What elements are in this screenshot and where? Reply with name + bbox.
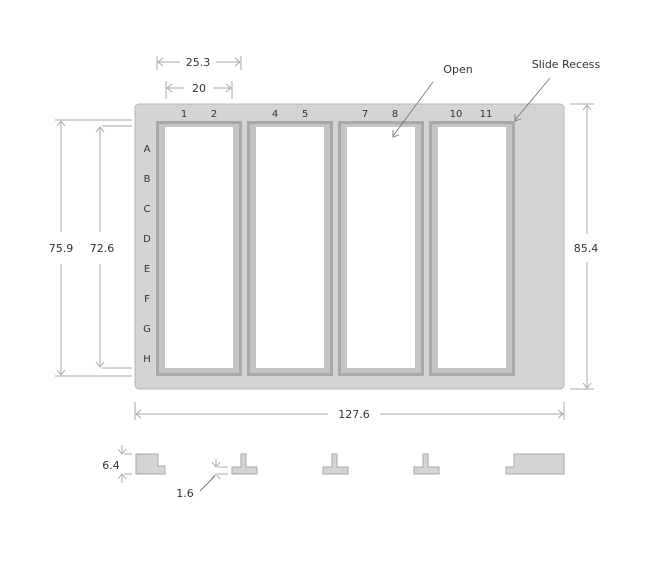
dimension-label: 20 xyxy=(192,82,206,95)
callout-open: Open xyxy=(392,63,473,138)
column-label: 10 xyxy=(450,109,463,120)
row-label: G xyxy=(143,324,151,335)
column-label: 11 xyxy=(480,109,493,120)
side-profile xyxy=(135,453,565,475)
column-label: 8 xyxy=(392,109,398,120)
callout-label: Open xyxy=(443,63,472,76)
dimension-plate-width: 127.6 xyxy=(134,402,565,421)
column-labels: 1 2 4 5 7 8 10 11 xyxy=(181,109,493,120)
profile-divider xyxy=(322,453,349,475)
column-label: 5 xyxy=(302,109,308,120)
column-label: 4 xyxy=(272,109,278,120)
dimension-plate-height: 85.4 xyxy=(570,103,599,390)
column-label: 7 xyxy=(362,109,368,120)
slide-slot-2 xyxy=(247,121,333,376)
dimension-label: 1.6 xyxy=(176,487,194,500)
dimension-label: 127.6 xyxy=(338,408,370,421)
profile-end-left xyxy=(135,453,166,475)
slide-slot-3 xyxy=(338,121,424,376)
dimension-slide-thickness: 1.6 xyxy=(176,459,228,500)
row-label: A xyxy=(144,144,151,155)
row-label: F xyxy=(144,294,150,305)
profile-end-right xyxy=(505,453,565,475)
slide-slot-1 xyxy=(156,121,242,376)
dimension-profile-height: 6.4 xyxy=(102,445,132,483)
dimension-outer-pitch: 25.3 xyxy=(156,56,242,70)
row-label: E xyxy=(144,264,150,275)
column-label: 1 xyxy=(181,109,187,120)
dimension-label: 25.3 xyxy=(186,56,211,69)
dimension-outer-height: 75.9 xyxy=(49,119,132,377)
dimension-label: 85.4 xyxy=(574,242,599,255)
dimension-label: 75.9 xyxy=(49,242,74,255)
slide-slot-4 xyxy=(429,121,515,376)
column-label: 2 xyxy=(211,109,217,120)
row-label: D xyxy=(143,234,151,245)
dimension-label: 72.6 xyxy=(90,242,115,255)
profile-divider xyxy=(413,453,440,475)
row-label: H xyxy=(143,354,151,365)
row-label: B xyxy=(144,174,151,185)
row-labels: A B C D E F G H xyxy=(143,144,151,365)
callout-label: Slide Recess xyxy=(532,58,601,71)
profile-divider xyxy=(231,453,258,475)
row-label: C xyxy=(144,204,151,215)
dimension-opening-width: 20 xyxy=(165,81,233,99)
dimension-inner-height: 72.6 xyxy=(90,125,132,369)
dimension-label: 6.4 xyxy=(102,459,120,472)
callout-slide-recess: Slide Recess xyxy=(514,58,601,122)
